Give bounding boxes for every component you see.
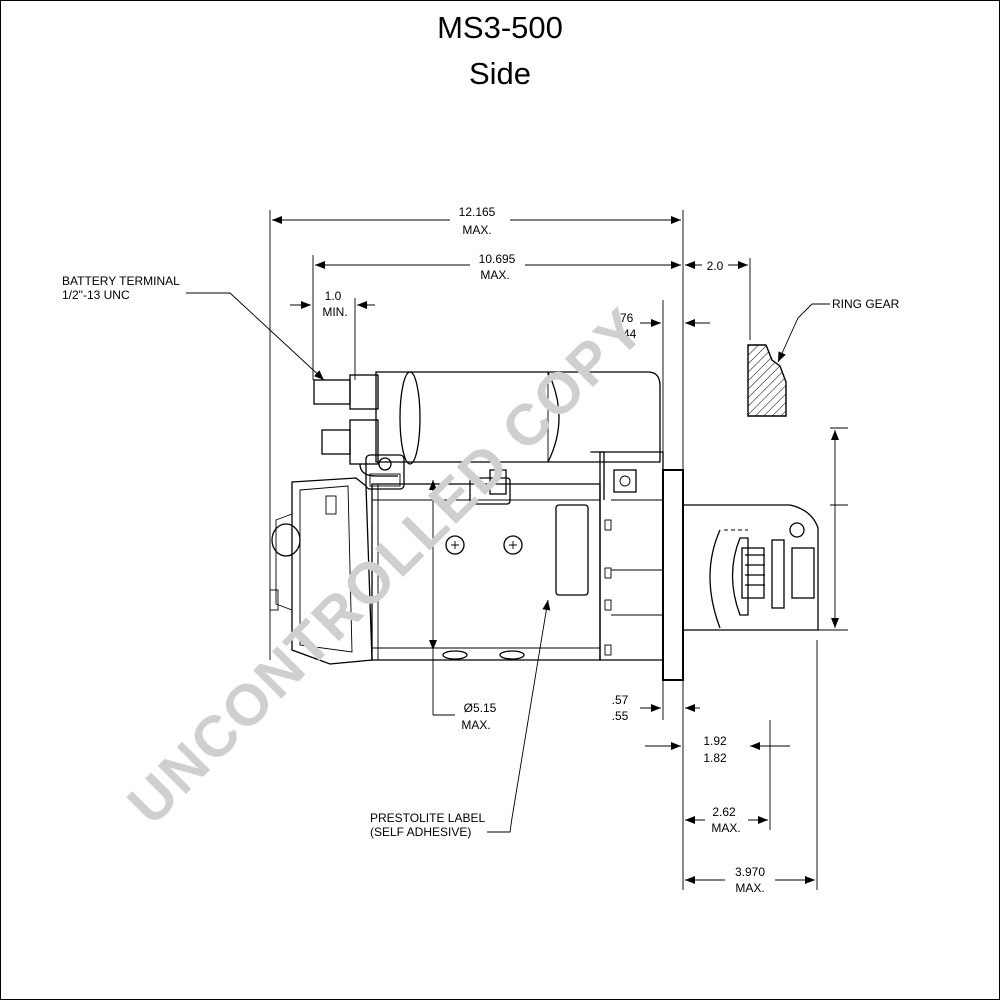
ring-gear-label: RING GEAR xyxy=(832,297,900,311)
dim-flange-b: .55 xyxy=(612,709,629,723)
battery-terminal-thread: 1/2"-13 UNC xyxy=(62,288,130,302)
dim-nose-total-note: MAX. xyxy=(735,881,764,895)
self-adhesive-callout: (SELF ADHESIVE) xyxy=(370,825,471,839)
dimension-texts: 12.165 MAX. 10.695 MAX. 2.0 1.0 MIN. .76… xyxy=(322,205,765,895)
drawing-title: MS3-500 xyxy=(437,10,563,45)
dim-flange-a: .57 xyxy=(612,693,629,707)
dim-overall-length: 12.165 xyxy=(459,205,496,219)
dim-diameter: Ø5.15 xyxy=(464,701,497,715)
dim-nose-length: 2.62 xyxy=(712,805,736,819)
drawing-subtitle: Side xyxy=(468,56,532,91)
leader-lines xyxy=(186,292,830,833)
dim-pinion-b: 1.82 xyxy=(703,751,727,765)
dim-flange-top-a: .76 xyxy=(617,311,634,325)
dim-body-length: 10.695 xyxy=(479,252,516,266)
starter-motor xyxy=(269,371,820,681)
dim-diameter-note: MAX. xyxy=(461,718,490,732)
ring-gear-section xyxy=(747,344,787,417)
watermark-text: UNCONTROLLED COPY xyxy=(115,295,657,837)
dimension-lines xyxy=(272,216,839,884)
battery-terminal-label: BATTERY TERMINAL xyxy=(62,274,180,288)
dim-body-length-note: MAX. xyxy=(480,268,509,282)
dim-overall-length-note: MAX. xyxy=(462,223,491,237)
dim-terminal-clearance-note: MIN. xyxy=(322,305,347,319)
dim-nose-length-note: MAX. xyxy=(711,821,740,835)
callout-texts: BATTERY TERMINAL 1/2"-13 UNC RING GEAR P… xyxy=(62,274,900,839)
prestolite-label-callout: PRESTOLITE LABEL xyxy=(370,811,485,825)
dim-flange-top-b: .44 xyxy=(620,327,637,341)
dim-pinion-a: 1.92 xyxy=(703,734,727,748)
dim-ring-gear-gap: 2.0 xyxy=(707,259,724,273)
dim-nose-total: 3.970 xyxy=(735,865,765,879)
dim-terminal-clearance: 1.0 xyxy=(325,289,342,303)
